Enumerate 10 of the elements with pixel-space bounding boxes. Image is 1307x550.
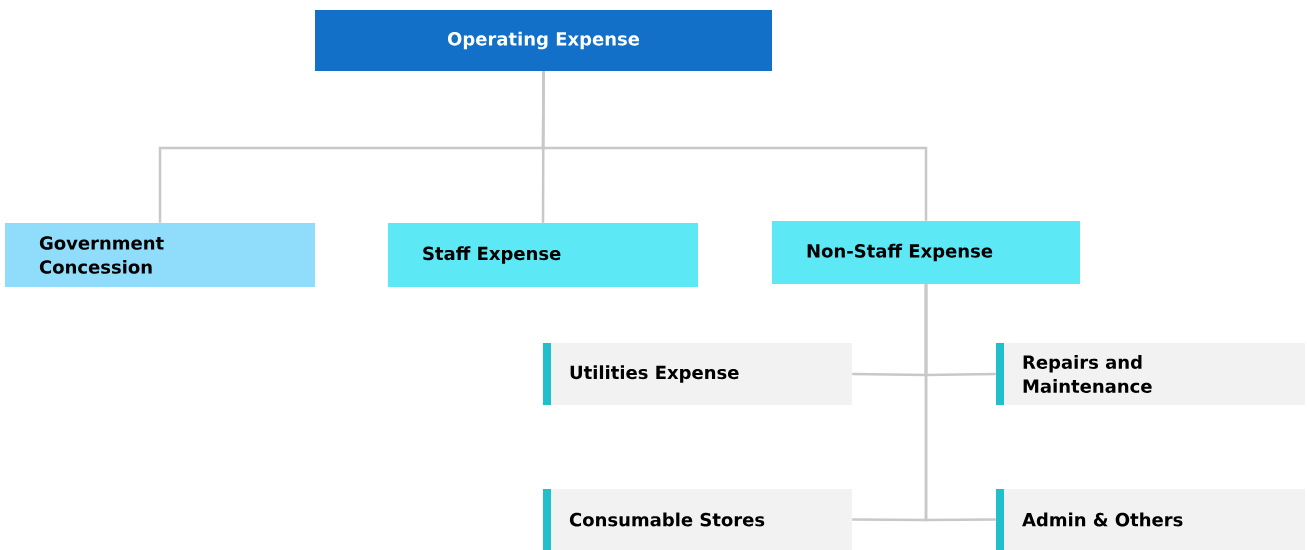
category-box: Government Concession (5, 223, 315, 287)
item-box: Consumable Stores (543, 489, 852, 550)
category-box: Staff Expense (388, 223, 698, 287)
item-box: Repairs and Maintenance (996, 343, 1305, 405)
root-box: Operating Expense (315, 10, 772, 71)
category-box: Non-Staff Expense (772, 221, 1080, 284)
item-box: Utilities Expense (543, 343, 852, 405)
connector-line (924, 284, 996, 522)
connector-line (541, 71, 928, 221)
item-box: Admin & Others (996, 489, 1305, 550)
